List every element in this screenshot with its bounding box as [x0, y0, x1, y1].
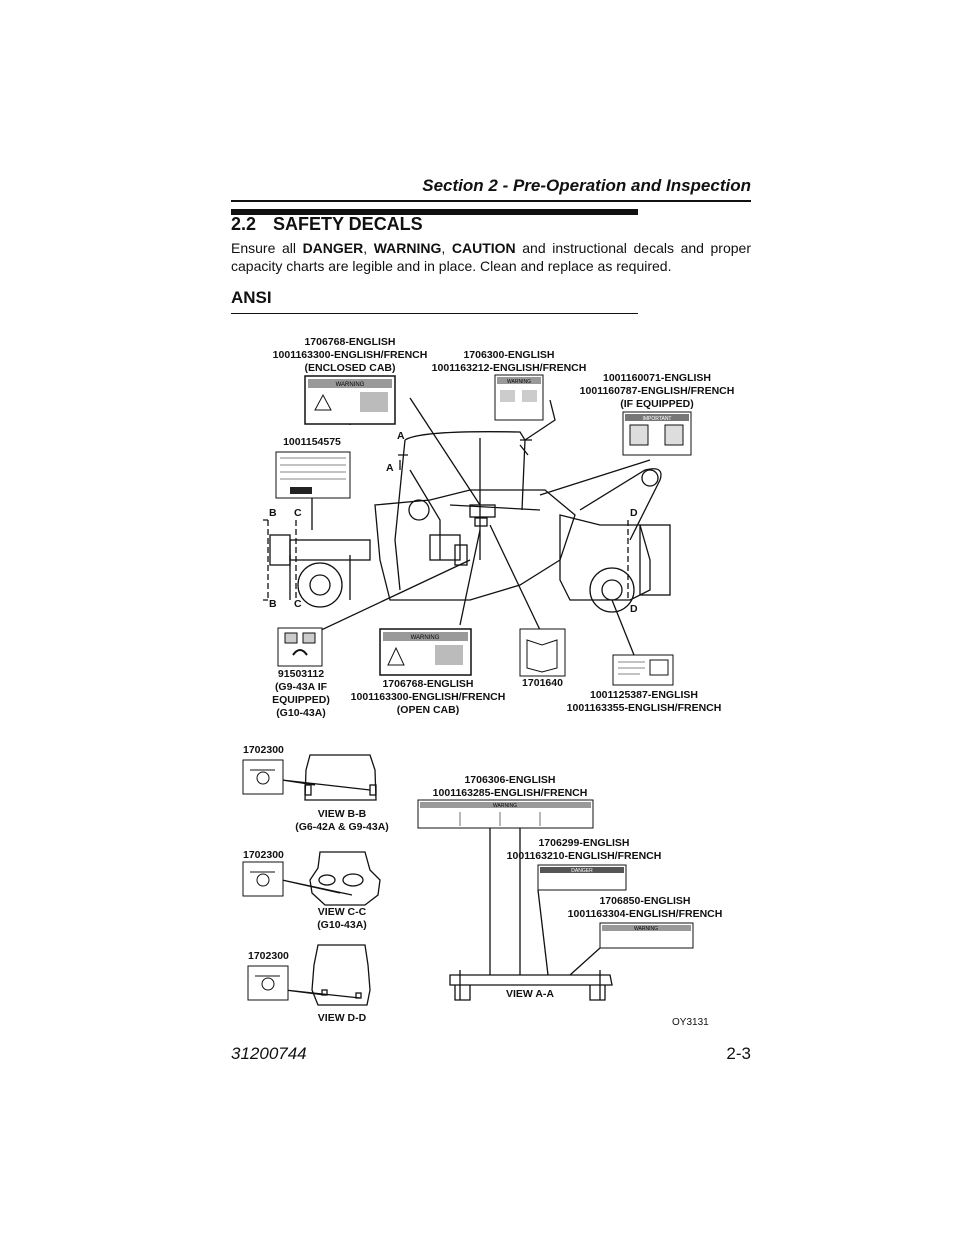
- label-view-dd: VIEW D-D: [317, 1012, 367, 1024]
- label-view-bb: VIEW B-B (G6-42A & G9-43A): [295, 808, 389, 833]
- intro-text-4: and instructional decals and proper capa…: [231, 240, 751, 274]
- decal-1706768-enclosed: WARNING: [304, 375, 396, 425]
- decal-1706306: WARNING: [417, 799, 594, 829]
- heading-number: 2.2: [231, 214, 257, 234]
- label-1706768-enclosed: 1706768-ENGLISH 1001163300-ENGLISH/FRENC…: [272, 336, 428, 374]
- ansi-rule: [231, 313, 638, 314]
- decal-important-word: IMPORTANT: [643, 416, 672, 422]
- label-1702300-cc: 1702300: [243, 849, 284, 861]
- intro-text-2: ,: [363, 240, 374, 256]
- vehicle-drawing: [269, 431, 671, 613]
- decal-1706299: DANGER: [537, 864, 627, 891]
- decal-1001160071: IMPORTANT: [622, 411, 692, 456]
- document-number: 31200744: [231, 1044, 307, 1063]
- label-1702300-bb: 1702300: [243, 744, 284, 756]
- label-1706300: 1706300-ENGLISH 1001163212-ENGLISH/FRENC…: [431, 349, 587, 374]
- decal-1706300: WARNING: [494, 374, 544, 421]
- label-1001125387: 1001125387-ENGLISH 1001163355-ENGLISH/FR…: [566, 689, 722, 714]
- label-view-cc: VIEW C-C (G10-43A): [317, 906, 367, 931]
- section-marker-d-bottom: D: [630, 603, 638, 615]
- decal-1001154575: [275, 451, 351, 499]
- section-marker-c-top: C: [294, 507, 302, 519]
- heading-title: SAFETY DECALS: [273, 214, 423, 234]
- decal-1001125387: [612, 654, 674, 686]
- section-marker-b-top: B: [269, 507, 277, 519]
- decal-warning-word: WARNING: [507, 379, 531, 385]
- page-number: 2-3: [726, 1044, 751, 1063]
- heading-rule: [231, 209, 638, 215]
- section-marker-a-bottom: A: [386, 462, 394, 474]
- label-1706768-open: 1706768-ENGLISH 1001163300-ENGLISH/FRENC…: [350, 678, 506, 716]
- decal-warning-word: WARNING: [336, 382, 365, 388]
- decal-91503112: [277, 627, 323, 667]
- intro-text-1: Ensure all: [231, 240, 303, 256]
- label-1702300-dd: 1702300: [248, 950, 289, 962]
- ansi-subheading: ANSI: [231, 288, 272, 307]
- decal-warning-word: WARNING: [493, 803, 517, 809]
- header-rule: [231, 200, 751, 202]
- label-91503112: 91503112 (G9-43A IF EQUIPPED) (G10-43A): [272, 668, 330, 719]
- decal-danger-word: DANGER: [571, 868, 593, 874]
- decal-warning-word: WARNING: [411, 635, 440, 641]
- decal-1706768-open: WARNING: [379, 628, 472, 676]
- label-view-aa: VIEW A-A: [505, 988, 555, 1000]
- intro-paragraph: Ensure all DANGER, WARNING, CAUTION and …: [231, 239, 751, 275]
- section-marker-d-top: D: [630, 507, 638, 519]
- decal-1701640: [519, 628, 566, 677]
- decal-1706850: WARNING: [599, 922, 694, 949]
- intro-danger: DANGER: [302, 240, 364, 256]
- intro-warning: WARNING: [373, 240, 442, 256]
- section-marker-b-bottom: B: [269, 598, 277, 610]
- label-1706299: 1706299-ENGLISH 1001163210-ENGLISH/FRENC…: [506, 837, 662, 862]
- label-1706850: 1706850-ENGLISH 1001163304-ENGLISH/FRENC…: [567, 895, 723, 920]
- label-1701640: 1701640: [522, 677, 563, 689]
- section-title: Section 2 - Pre-Operation and Inspection: [422, 176, 751, 195]
- section-marker-c-bottom: C: [294, 598, 302, 610]
- label-1706306: 1706306-ENGLISH 1001163285-ENGLISH/FRENC…: [432, 774, 588, 799]
- intro-caution: CAUTION: [451, 240, 516, 256]
- section-marker-a-top: A: [397, 430, 405, 442]
- decal-1702300-cc: [242, 861, 284, 897]
- decal-1702300-dd: [247, 965, 289, 1001]
- figure-id: OY3131: [672, 1017, 709, 1028]
- label-1001154575: 1001154575: [283, 436, 341, 448]
- decal-1702300-bb: [242, 759, 284, 795]
- section-heading: 2.2 SAFETY DECALS: [231, 214, 423, 235]
- label-1001160071: 1001160071-ENGLISH 1001160787-ENGLISH/FR…: [579, 372, 735, 410]
- decal-warning-word: WARNING: [634, 926, 658, 932]
- intro-text-3: ,: [441, 240, 452, 256]
